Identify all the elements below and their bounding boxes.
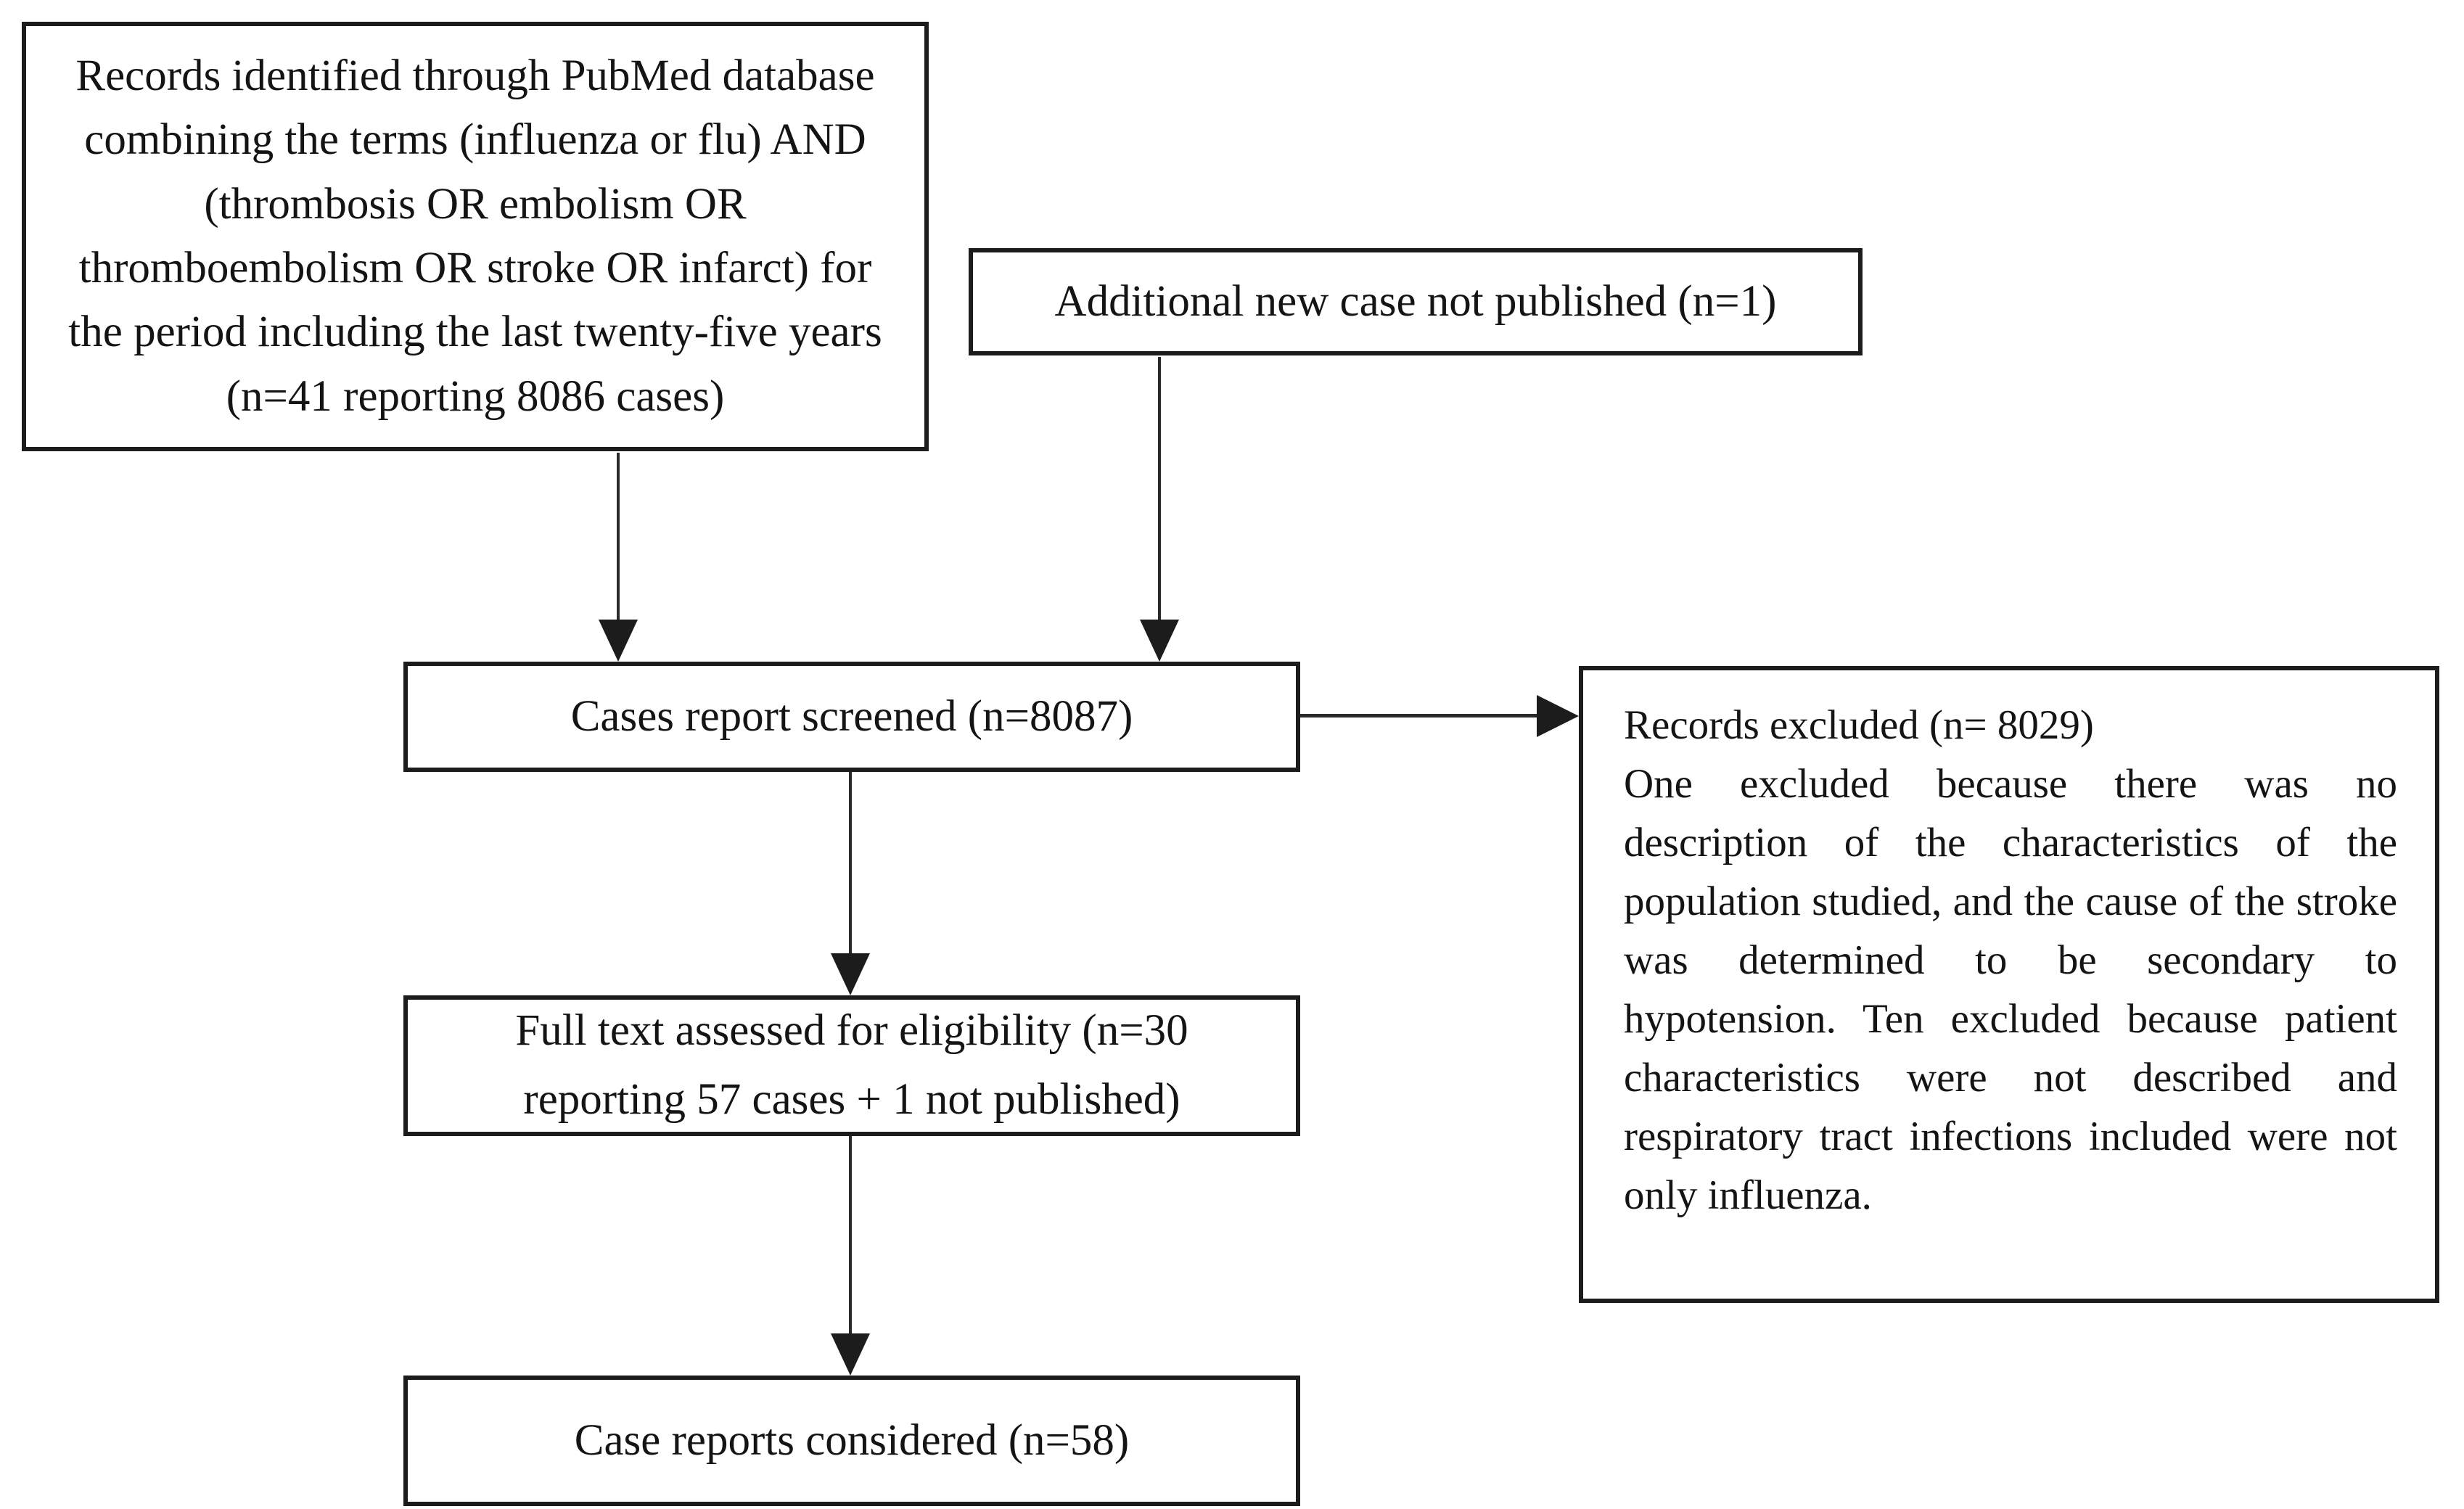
arrow-screened-to-fulltext-line bbox=[849, 772, 852, 956]
arrow-fulltext-to-considered-head-icon bbox=[831, 1333, 870, 1376]
box-cases-screened: Cases report screened (n=8087) bbox=[403, 662, 1300, 772]
arrow-screened-to-excluded-line bbox=[1300, 714, 1541, 718]
box-case-reports-considered: Case reports considered (n=58) bbox=[403, 1376, 1300, 1506]
box-records-excluded: Records excluded (n= 8029) One excluded … bbox=[1579, 666, 2439, 1303]
box-additional-case: Additional new case not published (n=1) bbox=[969, 248, 1863, 355]
cases-screened-text: Cases report screened (n=8087) bbox=[570, 691, 1133, 741]
records-excluded-title: Records excluded (n= 8029) bbox=[1624, 702, 2094, 748]
arrow-screened-to-fulltext-head-icon bbox=[831, 953, 870, 995]
arrow-additional-to-screened-line bbox=[1158, 357, 1161, 622]
arrow-identified-to-screened-head-icon bbox=[599, 620, 638, 662]
arrow-identified-to-screened-line bbox=[617, 453, 620, 622]
records-excluded-body: One excluded because there was no descri… bbox=[1624, 760, 2397, 1218]
full-text-assessed-text: Full text assessed for eligibility (n=30… bbox=[515, 1006, 1188, 1124]
box-records-identified: Records identified through PubMed databa… bbox=[22, 22, 929, 451]
records-identified-text: Records identified through PubMed databa… bbox=[68, 51, 882, 421]
arrow-screened-to-excluded-head-icon bbox=[1537, 695, 1579, 737]
case-reports-considered-text: Case reports considered (n=58) bbox=[574, 1415, 1130, 1465]
additional-case-text: Additional new case not published (n=1) bbox=[1054, 276, 1777, 326]
arrow-additional-to-screened-head-icon bbox=[1140, 620, 1179, 662]
arrow-fulltext-to-considered-line bbox=[849, 1136, 852, 1335]
box-full-text-assessed: Full text assessed for eligibility (n=30… bbox=[403, 995, 1300, 1136]
